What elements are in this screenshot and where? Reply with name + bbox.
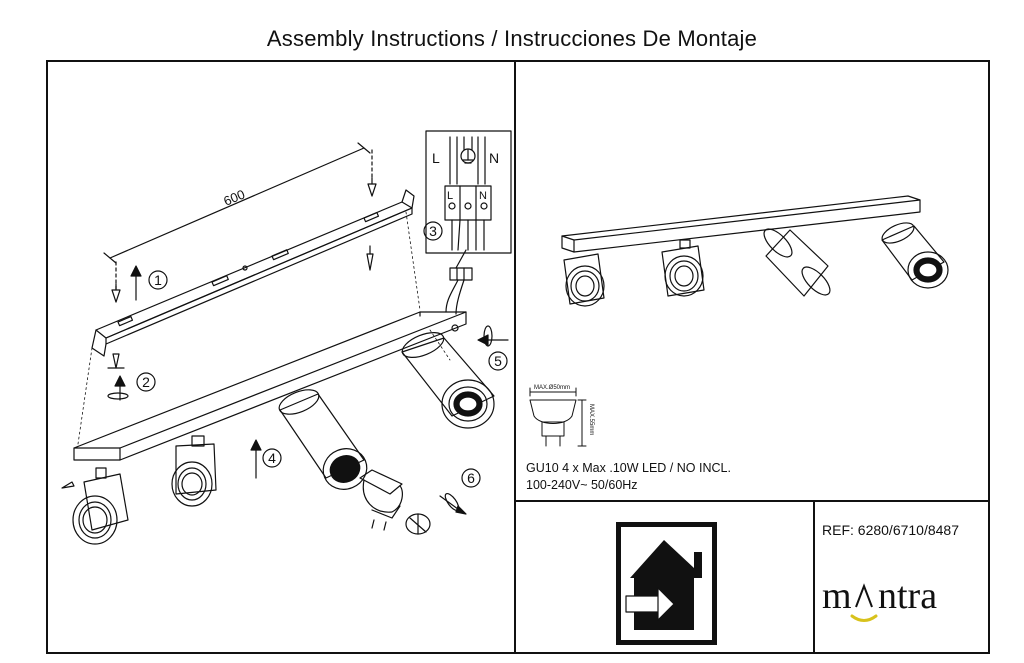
bulb-dimension-drawing <box>529 387 587 447</box>
logo-text-start: m <box>822 575 852 617</box>
step-5-label: 5 <box>494 353 502 369</box>
step-2-label: 2 <box>142 374 150 390</box>
step-arrows <box>107 265 509 515</box>
spotlight-2 <box>171 435 217 507</box>
wiring-detail-box <box>425 130 512 269</box>
spec-line-1: GU10 4 x Max .10W LED / NO INCL. <box>526 461 731 475</box>
assembled-spotlight-4 <box>881 222 949 289</box>
wall-plugs <box>61 177 377 489</box>
document-title: Assembly Instructions / Instrucciones De… <box>266 26 758 51</box>
logo-text-end: ntra <box>878 575 937 617</box>
panel-divider <box>514 60 516 654</box>
assembled-spotlight-1 <box>563 253 605 307</box>
dimension-label: 600 <box>221 186 247 208</box>
instruction-sheet-frame <box>46 60 990 654</box>
step-3-label: 3 <box>429 223 437 239</box>
wire-live-label: L <box>432 150 440 166</box>
assembled-spotlight-2 <box>661 239 705 297</box>
retaining-clip <box>405 513 431 535</box>
spotlight-3 <box>278 389 368 490</box>
terminal-live-label: L <box>447 190 453 202</box>
indoor-use-only-icon <box>616 522 717 645</box>
step-6-label: 6 <box>467 470 475 486</box>
spec-line-2: 100-240V~ 50/60Hz <box>526 478 638 492</box>
bulb-height-label: MAX.55mm <box>588 404 594 435</box>
spotlight-4 <box>401 331 495 429</box>
footer-divider <box>813 501 815 653</box>
earth-icon <box>462 149 474 164</box>
mounting-bracket <box>91 189 415 357</box>
step-1-label: 1 <box>154 272 162 288</box>
step-markers <box>136 221 508 488</box>
bulb-diameter-label: MAX.Ø50mm <box>534 385 570 391</box>
wire-neutral-label: N <box>489 150 499 166</box>
guide-lines <box>77 211 451 445</box>
terminal-block <box>445 267 473 315</box>
assembled-fixture-bar <box>561 195 921 253</box>
dimension-line <box>103 142 373 291</box>
assembled-spotlight-3 <box>763 228 831 297</box>
fixture-bar <box>73 311 467 461</box>
mantra-logo: m ntra <box>822 575 937 622</box>
logo-caret <box>855 583 873 608</box>
terminal-neutral-label: N <box>479 190 487 202</box>
step-4-label: 4 <box>268 450 276 466</box>
logo-smile-accent <box>850 614 878 622</box>
info-divider <box>515 500 989 502</box>
spotlight-1 <box>72 467 129 545</box>
gu10-bulb <box>359 469 403 531</box>
reference-number: REF: 6280/6710/8487 <box>822 522 959 538</box>
